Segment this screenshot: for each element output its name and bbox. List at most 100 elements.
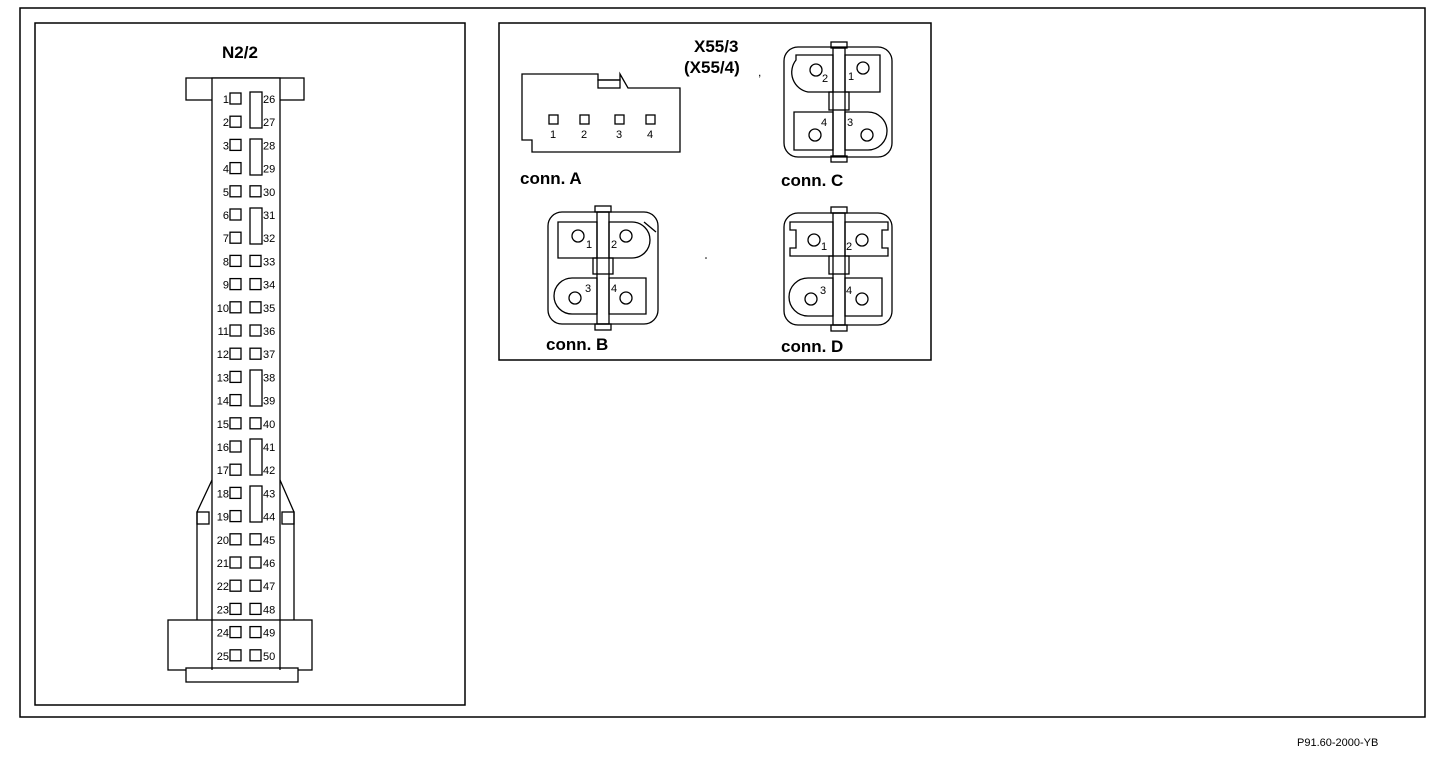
pin-37-square — [249, 347, 262, 360]
outer-frame — [19, 7, 1426, 718]
pin-label-12: 12 — [217, 349, 229, 361]
pin-label-36: 36 — [263, 326, 275, 338]
conn-b-pin-3: 3 — [585, 283, 591, 295]
pin-23-square — [229, 602, 242, 616]
pin-label-28: 28 — [263, 140, 275, 152]
right-panel-frame — [498, 22, 932, 361]
pin-46-square — [249, 556, 262, 569]
pin-label-46: 46 — [263, 558, 275, 570]
pin-label-2: 2 — [223, 117, 229, 129]
conn-b-pin-4: 4 — [611, 283, 617, 295]
pin-18-square — [229, 486, 242, 500]
conn-d-shape — [783, 206, 893, 332]
pin-4-square — [229, 161, 242, 175]
pin-17-square — [229, 463, 242, 476]
pin-22-square — [229, 579, 242, 592]
conn-c-label: conn. C — [781, 171, 843, 190]
pin-label-6: 6 — [223, 210, 229, 222]
pin-50-square — [249, 649, 262, 662]
pin-21-square — [229, 556, 242, 569]
conn-d-pin-1: 1 — [821, 241, 827, 253]
pin-34-square — [249, 277, 262, 291]
title-tick: , — [758, 65, 761, 79]
pin-label-9: 9 — [223, 280, 229, 292]
pin-47-square — [249, 579, 262, 592]
conn-a-pin-3: 3 — [616, 129, 622, 141]
pin-label-25: 25 — [217, 651, 229, 663]
pin-label-13: 13 — [217, 372, 229, 384]
pin-10-square — [229, 301, 242, 314]
pin-13-square — [229, 370, 242, 384]
conn-c-pin-4: 4 — [821, 117, 827, 129]
pin-label-19: 19 — [217, 512, 229, 524]
conn-c-pin-2: 2 — [822, 73, 828, 85]
conn-b-pin-2: 2 — [611, 239, 617, 251]
pin-3-square — [229, 138, 242, 152]
pin-label-8: 8 — [223, 256, 229, 268]
conn-a-pin-4: 4 — [647, 129, 653, 141]
conn-d-pin-2: 2 — [846, 241, 852, 253]
pin-label-21: 21 — [217, 558, 229, 570]
pin-label-27: 27 — [263, 117, 275, 129]
pin-label-15: 15 — [217, 419, 229, 431]
pin-5-square — [229, 185, 242, 198]
conn-d-label: conn. D — [781, 337, 843, 356]
x55-4-title: (X55/4) — [684, 58, 740, 77]
pin-label-48: 48 — [263, 604, 275, 616]
pin-label-41: 41 — [263, 442, 275, 454]
pin-label-40: 40 — [263, 419, 275, 431]
conn-a-shape — [521, 71, 681, 153]
pin-label-45: 45 — [263, 535, 275, 547]
pin-label-24: 24 — [217, 628, 229, 640]
pin-label-43: 43 — [263, 488, 275, 500]
n2-2-title: N2/2 — [222, 43, 258, 62]
pin-label-37: 37 — [263, 349, 275, 361]
pin-label-22: 22 — [217, 581, 229, 593]
pin-49-square — [249, 625, 262, 639]
pin-label-47: 47 — [263, 581, 275, 593]
pin-30-square — [249, 185, 262, 198]
pin-16-square — [229, 440, 242, 453]
pin-label-50: 50 — [263, 651, 275, 663]
pin-label-32: 32 — [263, 233, 275, 245]
pin-label-33: 33 — [263, 256, 275, 268]
pin-label-34: 34 — [263, 280, 275, 292]
pin-label-30: 30 — [263, 187, 275, 199]
pin-19-square — [229, 509, 242, 523]
n2-2-connector-body — [167, 77, 313, 683]
pin-label-16: 16 — [217, 442, 229, 454]
x55-3-title: X55/3 — [694, 37, 738, 56]
pin-6-square — [229, 208, 242, 221]
n2-2-pin-frames — [249, 91, 263, 523]
pin-2-square — [229, 115, 242, 128]
pin-label-7: 7 — [223, 233, 229, 245]
conn-a-label: conn. A — [520, 169, 582, 188]
pin-label-44: 44 — [263, 512, 275, 524]
pin-45-square — [249, 533, 262, 546]
pin-15-square — [229, 417, 242, 430]
scan-speck — [705, 257, 707, 259]
left-panel-frame — [34, 22, 466, 706]
conn-c-shape — [783, 41, 893, 163]
pin-label-18: 18 — [217, 488, 229, 500]
pin-label-49: 49 — [263, 628, 275, 640]
conn-c-pin-3: 3 — [847, 117, 853, 129]
pin-label-42: 42 — [263, 465, 275, 477]
pin-33-square — [249, 254, 262, 268]
pin-40-square — [249, 417, 262, 430]
conn-a-pin-1: 1 — [550, 129, 556, 141]
pin-35-square — [249, 301, 262, 314]
pin-label-31: 31 — [263, 210, 275, 222]
pin-label-35: 35 — [263, 303, 275, 315]
pin-11-square — [229, 324, 242, 337]
pin-label-4: 4 — [223, 164, 229, 176]
pin-label-29: 29 — [263, 164, 275, 176]
conn-b-shape — [547, 205, 659, 331]
pin-label-39: 39 — [263, 396, 275, 408]
pin-9-square — [229, 277, 242, 291]
pin-48-square — [249, 602, 262, 616]
pin-25-square — [229, 649, 242, 662]
drawing-code: P91.60-2000-YB — [1297, 737, 1378, 749]
